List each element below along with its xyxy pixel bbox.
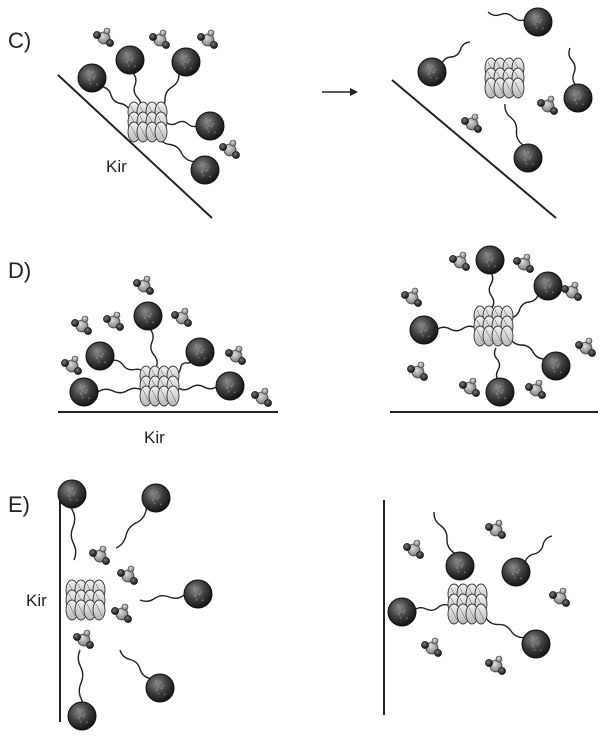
panel-label-c: C) <box>8 28 31 53</box>
tethered-ball-icon <box>68 650 96 730</box>
panel-label-e: E) <box>8 492 30 517</box>
small-molecule-icon <box>73 630 93 649</box>
tethered-ball-icon <box>505 104 542 172</box>
channel-icon <box>485 58 524 98</box>
panel-d: D) Kir <box>8 246 598 447</box>
scene-d-left <box>61 276 271 407</box>
small-molecule-icon <box>485 520 505 539</box>
tethered-ball-icon <box>58 480 86 560</box>
small-molecule-icon <box>93 28 113 47</box>
small-molecule-icon <box>461 114 481 133</box>
tethered-ball-icon <box>388 598 450 626</box>
panel-e: E) Kir <box>8 480 570 730</box>
small-molecule-icon <box>71 316 91 335</box>
small-molecule-icon <box>89 546 109 565</box>
small-molecule-icon <box>537 96 557 115</box>
small-molecule-icon <box>549 588 569 607</box>
tethered-ball-icon <box>564 48 592 112</box>
tethered-ball-icon <box>418 42 470 86</box>
small-molecule-icon <box>103 312 123 331</box>
surface-label-c: Kir <box>106 157 127 176</box>
tethered-ball-icon <box>70 378 142 406</box>
small-molecule-icon <box>407 362 427 381</box>
scene-d-right <box>401 246 595 406</box>
small-molecule-icon <box>133 276 153 295</box>
small-molecule-icon <box>513 254 533 273</box>
tethered-ball-icon <box>488 8 552 36</box>
channel-icon <box>448 584 487 624</box>
small-molecule-icon <box>197 30 217 49</box>
tethered-ball-icon <box>434 512 474 580</box>
tethered-ball-icon <box>120 650 174 702</box>
surface-label-d: Kir <box>144 428 165 447</box>
membrane-line-c-left <box>58 75 212 218</box>
channel-icon <box>474 306 513 346</box>
channel-icon <box>66 580 105 620</box>
scene-c-left <box>78 28 240 184</box>
channel-icon <box>128 102 167 142</box>
small-molecule-icon <box>403 540 423 559</box>
small-molecule-icon <box>171 308 191 327</box>
scene-c-right <box>418 8 592 172</box>
tethered-ball-icon <box>486 348 514 406</box>
small-molecule-icon <box>61 356 81 375</box>
tethered-ball-icon <box>134 302 162 368</box>
surface-label-e: Kir <box>26 591 47 610</box>
small-molecule-icon <box>525 380 545 399</box>
tethered-ball-icon <box>116 484 170 548</box>
small-molecule-icon <box>149 30 169 49</box>
small-molecule-icon <box>421 638 441 657</box>
small-molecule-icon <box>117 566 137 585</box>
tethered-ball-icon <box>178 372 244 400</box>
small-molecule-icon <box>575 338 595 357</box>
small-molecule-icon <box>251 388 271 407</box>
tethered-ball-icon <box>486 618 550 658</box>
small-molecule-icon <box>111 604 131 623</box>
tethered-ball-icon <box>510 272 562 318</box>
arrow-right-icon <box>322 88 358 96</box>
tethered-ball-icon <box>158 48 200 112</box>
small-molecule-icon <box>449 252 469 271</box>
panel-label-d: D) <box>8 258 31 283</box>
tethered-ball-icon <box>86 342 146 374</box>
small-molecule-icon <box>219 140 239 159</box>
tethered-ball-icon <box>140 580 212 608</box>
scene-e-left <box>58 480 212 730</box>
small-molecule-icon <box>561 282 581 301</box>
tethered-ball-icon <box>502 536 552 586</box>
tethered-ball-icon <box>166 112 224 140</box>
small-molecule-icon <box>225 346 245 365</box>
small-molecule-icon <box>485 656 505 675</box>
tethered-ball-icon <box>410 316 476 344</box>
panel-c: C) Kir <box>8 8 592 218</box>
tethered-ball-icon <box>510 338 570 380</box>
small-molecule-icon <box>401 288 421 307</box>
tethered-ball-icon <box>476 246 504 308</box>
tethered-ball-icon <box>116 46 144 110</box>
tethered-ball-icon <box>174 338 214 374</box>
scene-e-right <box>388 512 570 675</box>
small-molecule-icon <box>459 378 479 397</box>
channel-icon <box>140 366 179 406</box>
